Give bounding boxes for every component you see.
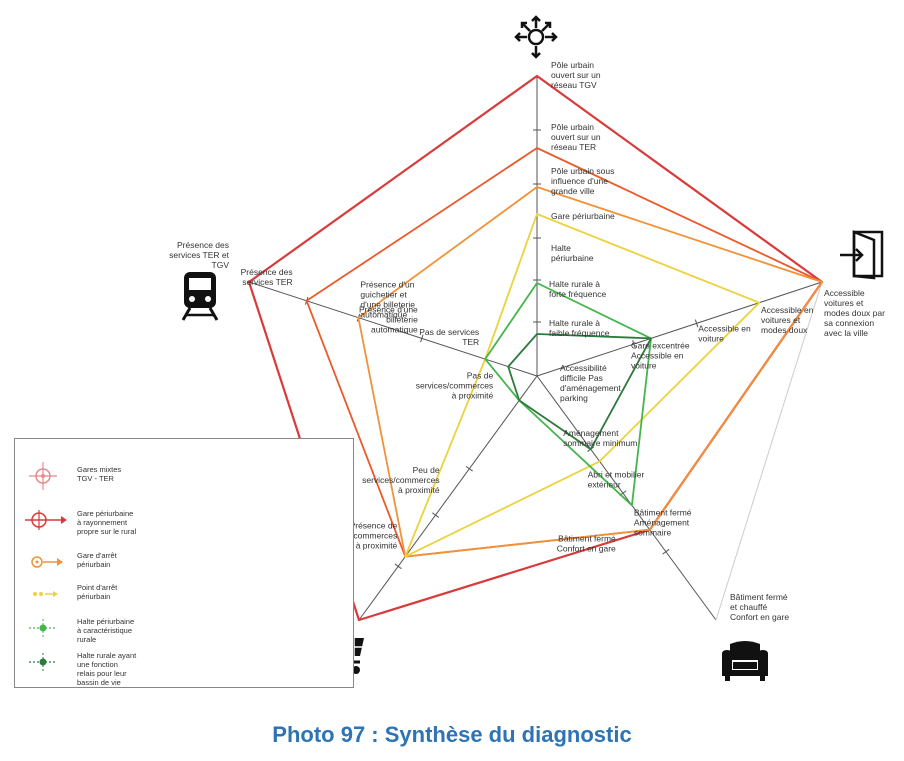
radar-axis-tick — [394, 563, 402, 570]
legend-item: Gare périurbaine à rayonnement propre su… — [15, 505, 353, 536]
radar-axis-line — [358, 375, 538, 621]
radar-series-polygon — [507, 333, 652, 451]
darkgreen-dots-icon — [29, 653, 57, 671]
radar-series-polygon — [484, 282, 652, 507]
legend-label: Gare périurbaine à rayonnement propre su… — [77, 509, 137, 536]
chart-legend: Gares mixtes TGV - TER Gare périurbaine … — [14, 438, 354, 688]
legend-label: Halte rurale ayant une fonction relais p… — [77, 651, 137, 687]
legend-label: Gares mixtes TGV - TER — [77, 465, 122, 483]
network-hub-icon — [514, 15, 558, 59]
pink-cross-icon — [29, 462, 57, 490]
green-dots-icon — [29, 619, 57, 637]
legend-label: Halte périurbaine à caractéristique rura… — [77, 617, 135, 644]
radar-series-polygon — [247, 74, 824, 622]
legend-item: Point d'arrêt périurbain — [15, 579, 353, 609]
radar-axis-line — [536, 281, 823, 377]
radar-series-polygon — [305, 147, 823, 558]
radar-axis-tick — [420, 334, 424, 343]
figure-caption: Photo 97 : Synthèse du diagnostic — [272, 722, 632, 747]
orange-arrow-icon — [31, 556, 63, 568]
door-exit-icon — [840, 230, 884, 280]
legend-item: Halte périurbaine à caractéristique rura… — [15, 613, 353, 644]
radar-level-label: Gare périurbaine — [551, 211, 615, 221]
legend-item: Gare d'arrêt périurbain — [15, 547, 353, 577]
legend-label: Point d'arrêt périurbain — [77, 583, 118, 601]
radar-axis-tick — [632, 340, 636, 348]
radar-series — [247, 74, 824, 622]
legend-item: Gares mixtes TGV - TER — [15, 461, 353, 491]
legend-item: Halte rurale ayant une fonction relais p… — [15, 647, 353, 687]
red-arrow-icon — [25, 510, 67, 530]
armchair-icon — [722, 641, 768, 681]
yellow-dots-icon — [33, 591, 58, 597]
train-icon — [181, 272, 219, 321]
radar-axis-tick — [662, 548, 670, 555]
radar-series-polygon — [404, 213, 761, 558]
radar-series-polygon — [357, 186, 823, 558]
radar-outer-rim — [715, 281, 823, 621]
legend-label: Gare d'arrêt périurbain — [77, 551, 117, 569]
radar-axis-tick — [465, 465, 473, 472]
radar-axis-line — [248, 281, 538, 377]
radar-axis-line — [536, 375, 717, 621]
radar-axis-tick — [694, 319, 699, 328]
radar-axis-tick — [432, 512, 440, 518]
